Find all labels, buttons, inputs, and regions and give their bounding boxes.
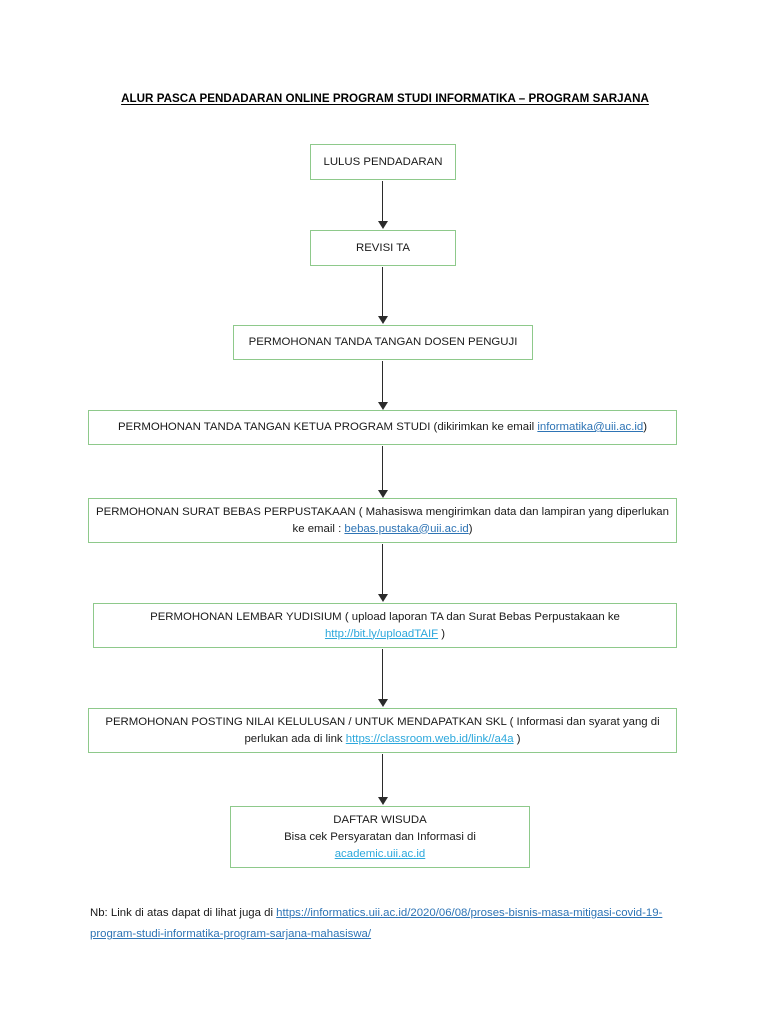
arrow-down-icon	[376, 267, 389, 324]
footnote-link[interactable]: https://informatics.uii.ac.id/2020/06/08…	[90, 907, 663, 940]
flow-box-posting-nilai-kelulusan-label: PERMOHONAN POSTING NILAI KELULUSAN / UNT…	[96, 714, 669, 748]
flow-box-daftar-wisuda: DAFTAR WISUDA Bisa cek Persyaratan dan I…	[230, 806, 530, 868]
flow-box-lulus-pendadaran: LULUS PENDADARAN	[310, 144, 456, 180]
page-title: ALUR PASCA PENDADARAN ONLINE PROGRAM STU…	[121, 92, 649, 105]
flow-box-surat-bebas-perpustakaan-label: PERMOHONAN SURAT BEBAS PERPUSTAKAAN ( Ma…	[96, 504, 669, 538]
upload-link-bitly[interactable]: http://bit.ly/uploadTAIF	[324, 627, 439, 640]
arrow-down-icon	[376, 361, 389, 410]
flow-box-lembar-yudisium-label: PERMOHONAN LEMBAR YUDISIUM ( upload lapo…	[101, 609, 669, 643]
flow-box-daftar-wisuda-label: DAFTAR WISUDA Bisa cek Persyaratan dan I…	[238, 812, 522, 863]
flow-box-posting-nilai-kelulusan: PERMOHONAN POSTING NILAI KELULUSAN / UNT…	[88, 708, 677, 753]
text-segment: PERMOHONAN POSTING NILAI KELULUSAN / UNT…	[105, 715, 660, 745]
text-segment: )	[438, 627, 446, 640]
academic-portal-link[interactable]: academic.uii.ac.id	[334, 847, 426, 860]
daftar-wisuda-line-2: Bisa cek Persyaratan dan Informasi di	[284, 830, 476, 843]
flow-box-surat-bebas-perpustakaan: PERMOHONAN SURAT BEBAS PERPUSTAKAAN ( Ma…	[88, 498, 677, 543]
flow-box-revisi-ta: REVISI TA	[310, 230, 456, 266]
flow-box-lulus-pendadaran-label: LULUS PENDADARAN	[323, 155, 443, 168]
flow-box-lembar-yudisium: PERMOHONAN LEMBAR YUDISIUM ( upload lapo…	[93, 603, 677, 648]
text-segment: )	[643, 421, 648, 433]
flow-box-tanda-tangan-dosen-penguji-label: PERMOHONAN TANDA TANGAN DOSEN PENGUJI	[248, 336, 518, 348]
flow-box-revisi-ta-label: REVISI TA	[355, 241, 411, 254]
arrow-down-icon	[376, 181, 389, 229]
footnote: Nb: Link di atas dapat di lihat juga di …	[90, 903, 670, 945]
email-link-bebas-pustaka[interactable]: bebas.pustaka@uii.ac.id	[344, 522, 469, 535]
flow-box-tanda-tangan-dosen-penguji: PERMOHONAN TANDA TANGAN DOSEN PENGUJI	[233, 325, 533, 360]
text-segment: )	[468, 522, 473, 535]
arrow-down-icon	[376, 754, 389, 805]
email-link-informatika[interactable]: informatika@uii.ac.id	[537, 421, 644, 433]
classroom-link[interactable]: https://classroom.web.id/link//a4a	[345, 732, 514, 745]
flow-box-tanda-tangan-ketua-prodi: PERMOHONAN TANDA TANGAN KETUA PROGRAM ST…	[88, 410, 677, 445]
daftar-wisuda-line-1: DAFTAR WISUDA	[333, 813, 427, 826]
text-segment: PERMOHONAN LEMBAR YUDISIUM ( upload lapo…	[150, 610, 620, 623]
arrow-down-icon	[376, 446, 389, 498]
arrow-down-icon	[376, 649, 389, 707]
footnote-prefix: Nb: Link di atas dapat di lihat juga di	[90, 907, 277, 919]
text-segment: PERMOHONAN TANDA TANGAN KETUA PROGRAM ST…	[117, 421, 538, 433]
flow-box-tanda-tangan-ketua-prodi-label: PERMOHONAN TANDA TANGAN KETUA PROGRAM ST…	[96, 419, 669, 436]
text-segment: )	[513, 732, 521, 745]
arrow-down-icon	[376, 544, 389, 602]
text-segment: PERMOHONAN SURAT BEBAS PERPUSTAKAAN ( Ma…	[96, 505, 669, 535]
